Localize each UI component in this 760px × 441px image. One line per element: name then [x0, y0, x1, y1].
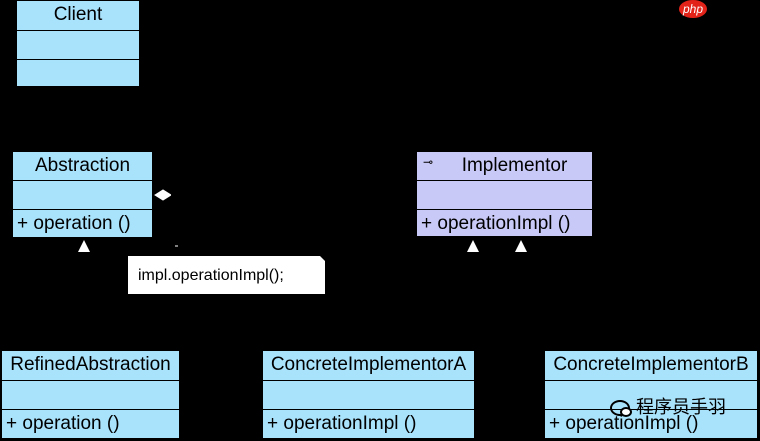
class-concrete-implementor-a[interactable]: ConcreteImplementorA + operationImpl ()	[262, 350, 475, 439]
operation-label: + operation ()	[6, 413, 120, 434]
class-name: ConcreteImplementorA	[263, 351, 474, 381]
note-fold-corner	[319, 255, 326, 262]
class-name: ConcreteImplementorB	[545, 351, 757, 381]
wechat-icon	[610, 400, 632, 417]
aggregation-diamond	[154, 189, 172, 201]
watermark-author: 程序员手羽	[636, 397, 726, 418]
generalization-arrow-implementor-a	[467, 240, 479, 252]
operation-label: + operationImpl ()	[417, 210, 592, 237]
generalization-arrow-implementor-b	[515, 240, 527, 252]
attributes-compartment	[417, 181, 592, 210]
attributes-compartment	[263, 381, 474, 410]
note-text: impl.operationImpl();	[138, 267, 284, 284]
operations-compartment	[17, 60, 139, 86]
operation-label: + operationImpl ()	[267, 413, 417, 434]
attributes-compartment	[2, 381, 179, 410]
class-refined-abstraction[interactable]: RefinedAbstraction + operation ()	[1, 350, 180, 439]
class-name: RefinedAbstraction	[2, 351, 179, 381]
class-name: Abstraction	[13, 152, 152, 181]
php-logo: php	[679, 0, 707, 18]
class-name: Implementor	[417, 152, 592, 181]
code-note: impl.operationImpl();	[127, 255, 326, 295]
class-abstraction[interactable]: Abstraction + operation ()	[12, 151, 153, 238]
operation-label: + operation ()	[17, 213, 131, 234]
interface-icon: ⊸	[423, 155, 434, 169]
operation-label: + operationImpl ()	[549, 413, 699, 434]
generalization-arrow-abstraction	[78, 240, 90, 252]
class-implementor[interactable]: Implementor + operationImpl () ⊸	[416, 151, 593, 238]
attributes-compartment	[13, 181, 152, 210]
class-concrete-implementor-b[interactable]: ConcreteImplementorB + operationImpl ()	[544, 350, 758, 439]
class-name: Client	[17, 1, 139, 31]
attributes-compartment	[17, 31, 139, 60]
attributes-compartment	[545, 381, 757, 410]
wechat-watermark: 程序员手羽	[610, 394, 726, 422]
class-client[interactable]: Client	[16, 0, 140, 87]
